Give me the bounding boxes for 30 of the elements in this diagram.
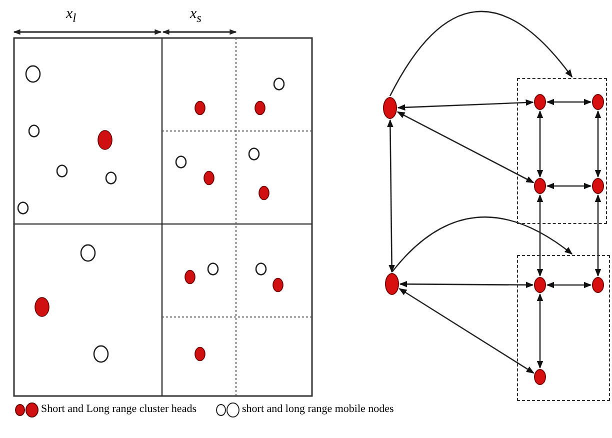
- cluster-head-node: [534, 276, 546, 292]
- arrow: [546, 182, 592, 190]
- cluster-head-node: [592, 178, 604, 194]
- cluster-head-node: [534, 368, 546, 384]
- cluster-head-node: [592, 276, 604, 292]
- cluster-boundary-box: [517, 78, 607, 224]
- arrow: [536, 110, 544, 178]
- arrow: [387, 119, 395, 273]
- arrow: [398, 288, 534, 374]
- arrow: [396, 111, 534, 184]
- cluster-head-node: [592, 94, 604, 110]
- dimension-label: x$_{l}$: [66, 6, 76, 26]
- legend-text: Short and Long range cluster heads: [41, 403, 196, 415]
- cluster-head-node: [383, 97, 397, 119]
- arrow: [399, 280, 534, 288]
- arrow: [397, 99, 534, 111]
- cluster-boundary-box: [517, 255, 610, 401]
- arrow: [594, 194, 602, 277]
- legend-text: short and long range mobile nodes: [242, 403, 394, 415]
- arrow: [546, 282, 592, 288]
- dimension-label: x$_{s}$: [190, 6, 202, 26]
- arrow: [536, 194, 544, 277]
- arrow: [389, 11, 572, 96]
- cluster-head-node: [385, 273, 399, 295]
- cluster-head-node: [534, 178, 546, 194]
- arrow: [594, 110, 602, 178]
- cluster-head-node: [534, 94, 546, 110]
- arrow: [392, 216, 573, 272]
- arrow: [546, 98, 592, 106]
- arrow: [536, 293, 544, 369]
